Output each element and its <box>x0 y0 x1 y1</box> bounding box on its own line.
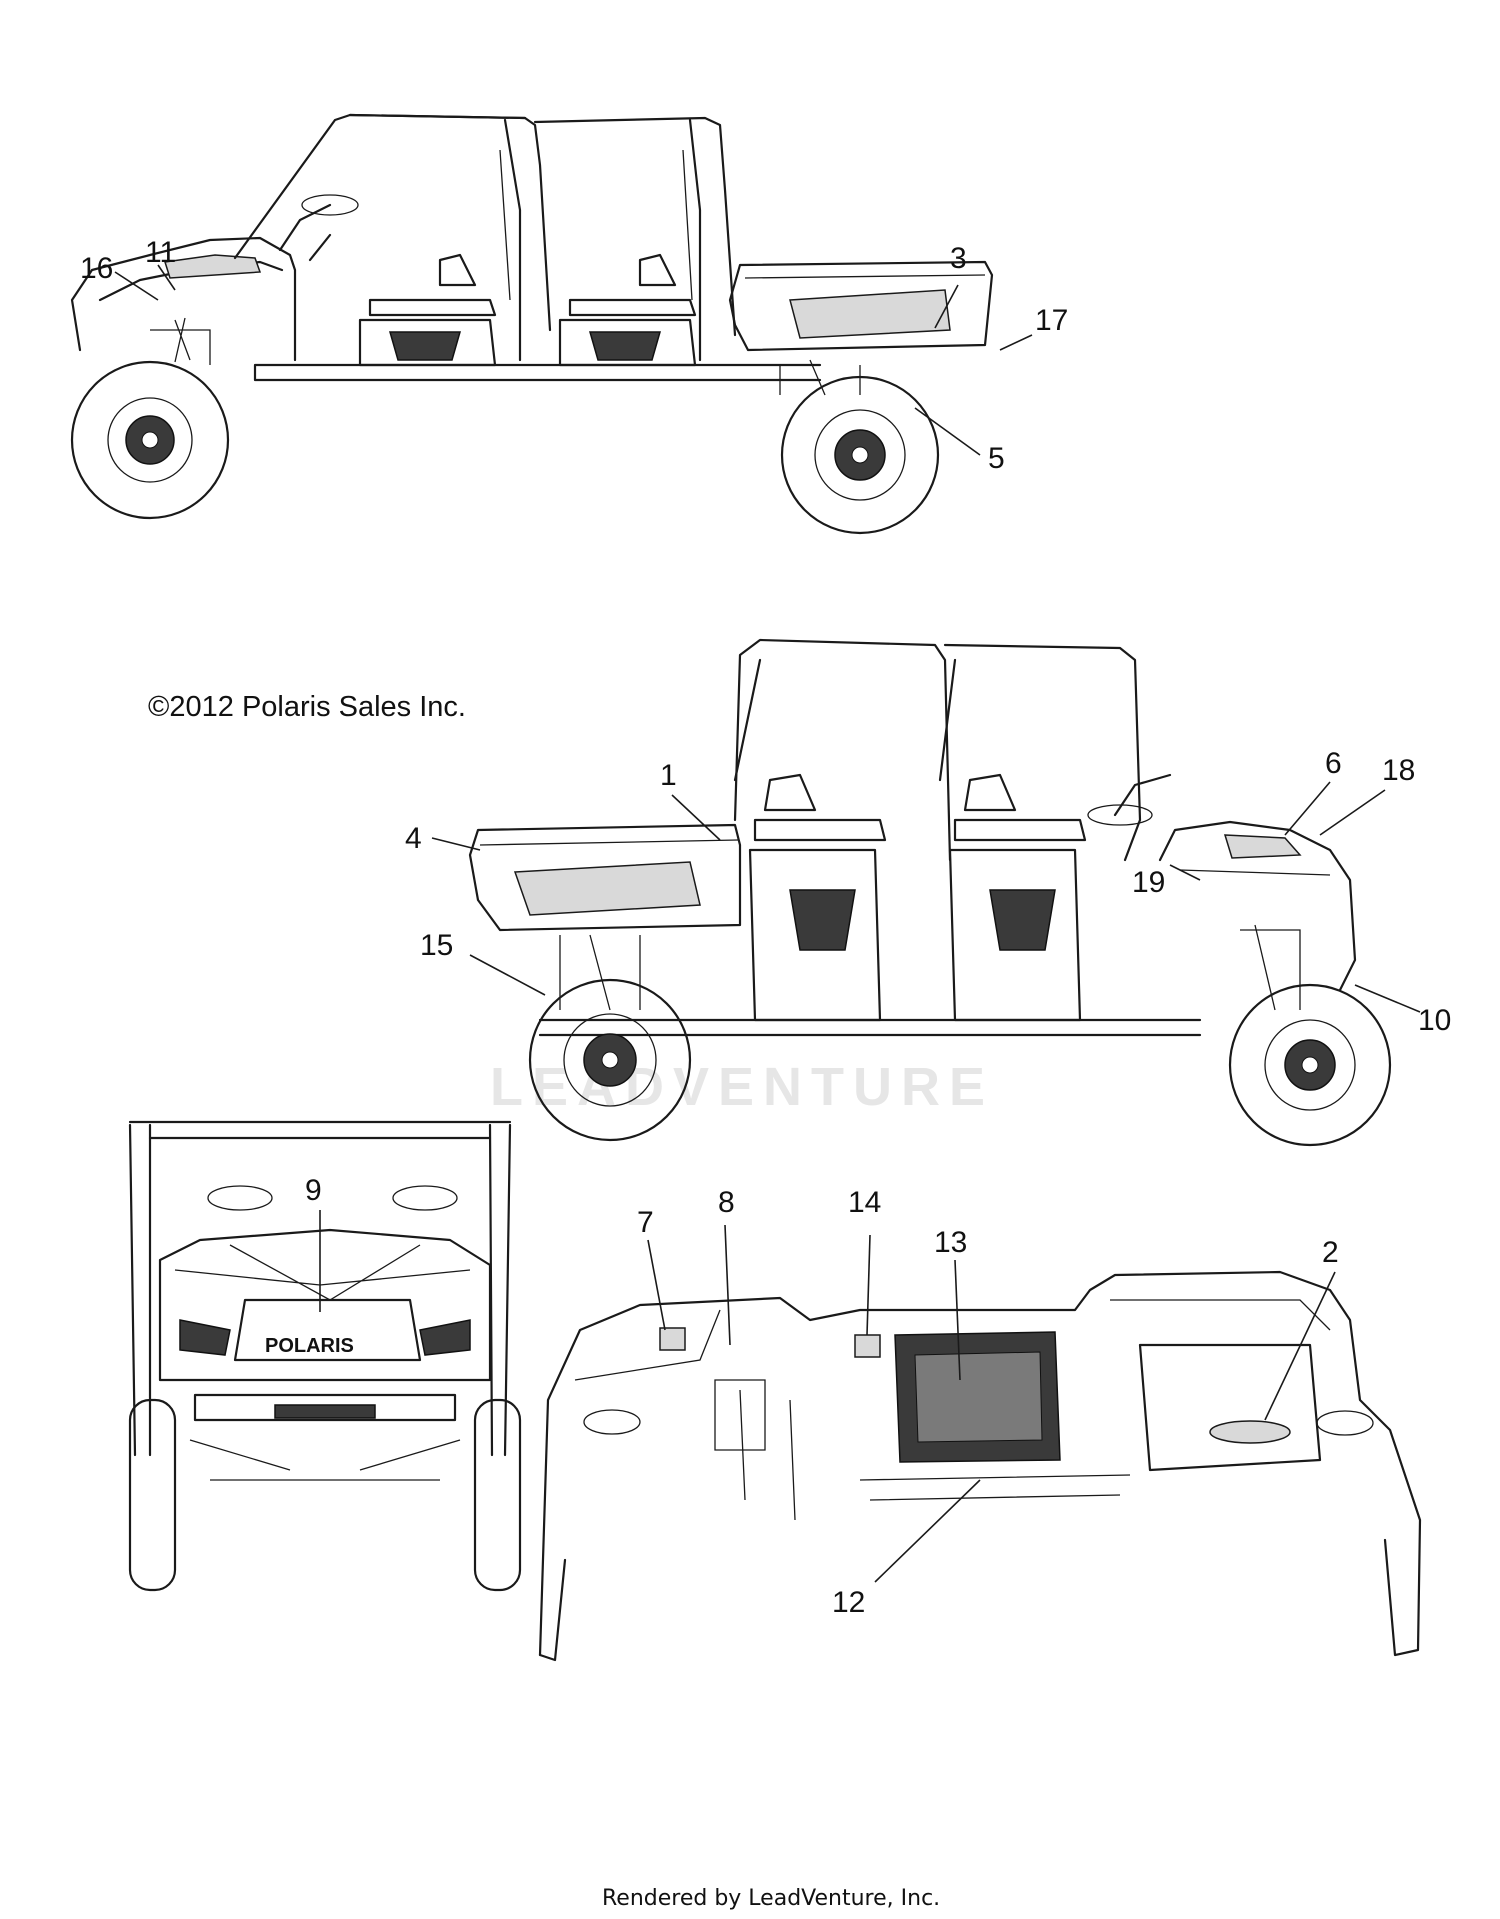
callout-19: 19 <box>1132 866 1165 899</box>
callout-5: 5 <box>988 442 1005 475</box>
watermark: LEADVENTURE <box>490 1057 994 1117</box>
callout-4: 4 <box>405 822 422 855</box>
footer-text: Rendered by LeadVenture, Inc. <box>602 1886 940 1911</box>
callout-17: 17 <box>1035 304 1068 337</box>
callout-13: 13 <box>934 1226 967 1259</box>
brand-label: POLARIS <box>265 1335 354 1357</box>
callout-numbers: 16 11 3 17 5 1 4 15 6 18 19 10 9 7 8 14 … <box>80 236 1451 1619</box>
callout-6: 6 <box>1325 747 1342 780</box>
vehicle-left-side-view <box>70 113 994 535</box>
callout-12: 12 <box>832 1586 865 1619</box>
callout-1: 1 <box>660 759 677 792</box>
vehicle-right-side-view <box>468 638 1392 1147</box>
callout-14: 14 <box>848 1186 881 1219</box>
callout-10: 10 <box>1418 1004 1451 1037</box>
vehicle-front-view: POLARIS <box>128 1120 522 1592</box>
callout-8: 8 <box>718 1186 735 1219</box>
callout-2: 2 <box>1322 1236 1339 1269</box>
leader-lines <box>114 264 1421 1583</box>
copyright-text: ©2012 Polaris Sales Inc. <box>148 691 466 723</box>
callout-9: 9 <box>305 1174 322 1207</box>
callout-7: 7 <box>637 1206 654 1239</box>
callout-11: 11 <box>145 236 176 269</box>
callout-16: 16 <box>80 252 113 285</box>
callout-3: 3 <box>950 242 967 275</box>
callout-15: 15 <box>420 929 453 962</box>
hood-dash-assembly <box>538 1270 1422 1662</box>
callout-18: 18 <box>1382 754 1415 787</box>
